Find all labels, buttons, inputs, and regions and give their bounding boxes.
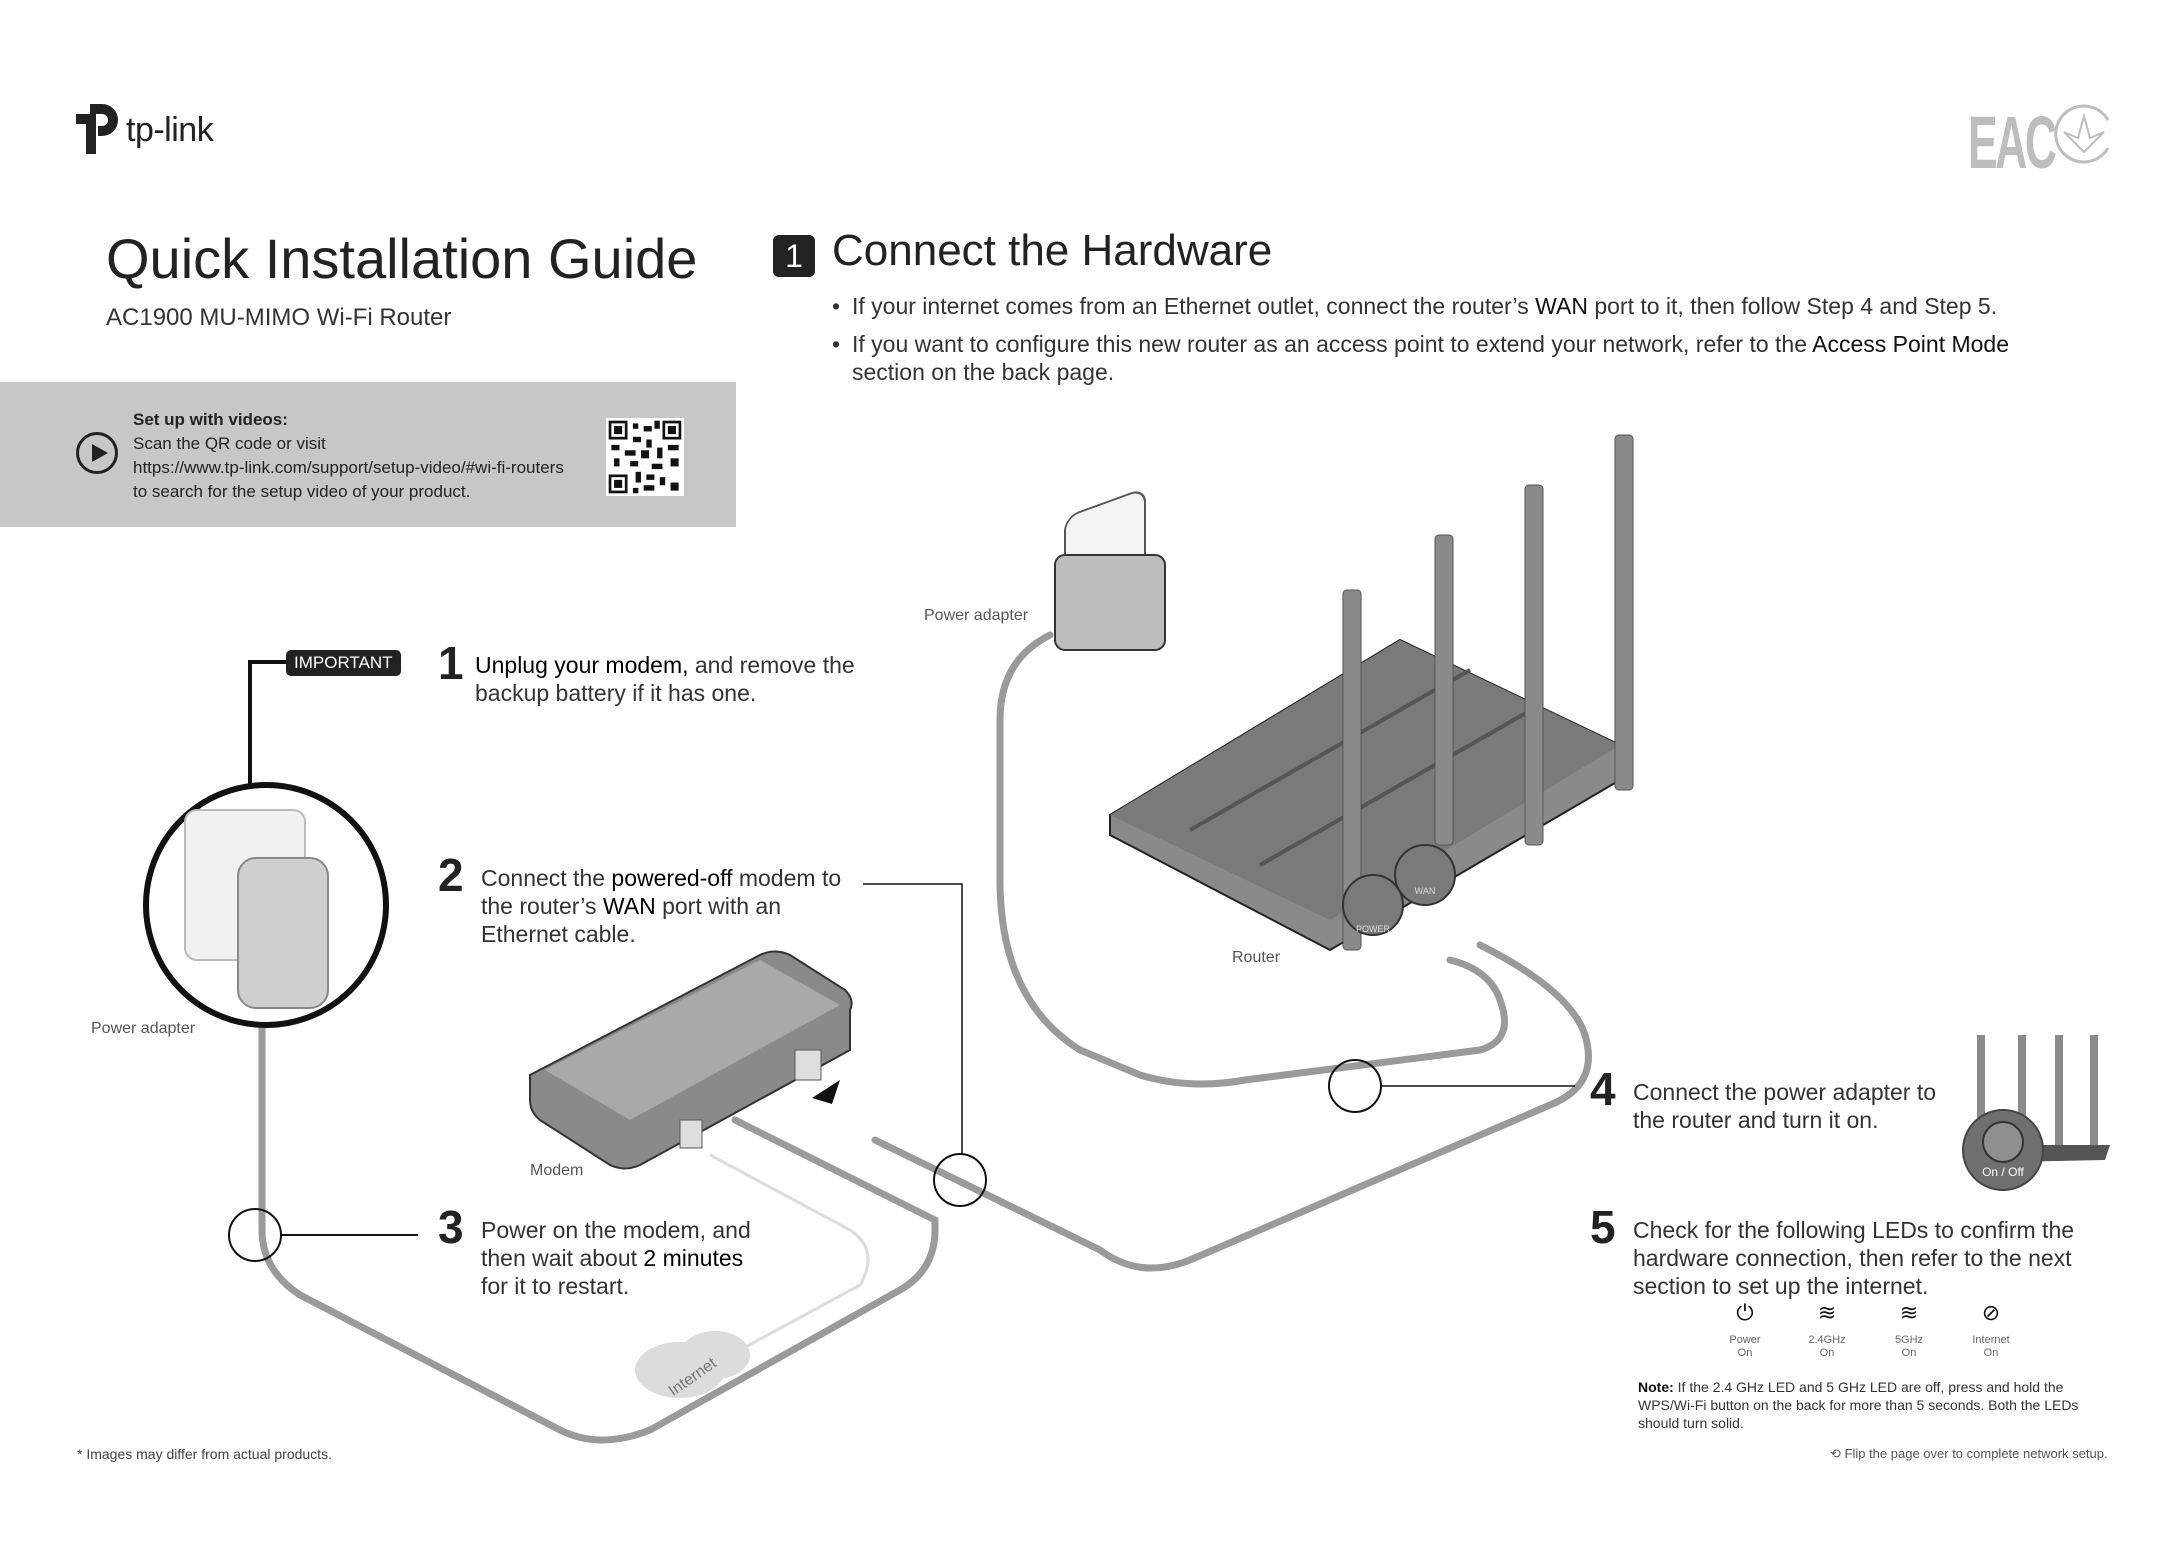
flip-page-hint: ⟲ Flip the page over to complete network… bbox=[1830, 1446, 2108, 1462]
page-title: Quick Installation Guide bbox=[106, 227, 698, 290]
modem-label: Modem bbox=[530, 1162, 584, 1179]
video-banner-line3: to search for the setup video of your pr… bbox=[133, 482, 471, 501]
internet-cloud bbox=[635, 1331, 750, 1398]
bullet-text: If you want to configure this new router… bbox=[852, 331, 1813, 357]
step-2-pre: Connect the bbox=[481, 865, 612, 891]
led-state: On bbox=[1737, 1347, 1753, 1359]
power-adapter-top-label: Power adapter bbox=[924, 607, 1029, 624]
section-number-badge: 1 bbox=[773, 235, 815, 277]
play-icon[interactable] bbox=[76, 432, 118, 474]
video-banner-heading: Set up with videos: bbox=[133, 410, 288, 429]
on-off-label: On / Off bbox=[1982, 1165, 2024, 1179]
ua-certification-icon bbox=[2054, 104, 2110, 164]
wifi-5-icon: ≋ bbox=[1899, 1300, 1919, 1325]
step-2-post: port with an Ethernet cable. bbox=[481, 893, 781, 947]
tp-link-logo-icon bbox=[76, 104, 118, 154]
power-adapter-left-label: Power adapter bbox=[91, 1020, 196, 1037]
video-banner-line1: Scan the QR code or visit bbox=[133, 434, 326, 453]
section-bullets: If your internet comes from an Ethernet … bbox=[832, 292, 2032, 396]
bullet-item: If you want to configure this new router… bbox=[832, 330, 2032, 386]
step-2-text: Connect the powered-off modem to the rou… bbox=[481, 864, 861, 948]
power-port-label: POWER bbox=[1356, 924, 1391, 934]
step-1-text: Unplug your modem, and remove the backup… bbox=[475, 651, 855, 707]
step-3-bold: 2 minutes bbox=[643, 1245, 744, 1271]
step-2-mid: modem to the router’s bbox=[481, 865, 842, 919]
note-label: Note: bbox=[1638, 1379, 1674, 1395]
wan-port-label: WAN bbox=[1415, 886, 1436, 896]
modem-device bbox=[529, 950, 853, 1170]
internet-icon: ⊘ bbox=[1981, 1300, 2001, 1325]
ethernet-cable bbox=[871, 941, 1592, 1272]
note: Note: If the 2.4 GHz LED and 5 GHz LED a… bbox=[1638, 1378, 2108, 1432]
flip-page-icon: ⟲ bbox=[1830, 1446, 1845, 1461]
step-2-bold: powered-off bbox=[611, 865, 733, 891]
video-banner-text: Set up with videos: Scan the QR code or … bbox=[133, 408, 564, 504]
video-url-link[interactable]: https://www.tp-link.com/support/setup-vi… bbox=[133, 458, 564, 477]
step-4-text: Connect the power adapter to the router … bbox=[1633, 1079, 1937, 1133]
led-state: On bbox=[1901, 1347, 1917, 1359]
step-3-text: Power on the modem, and then wait about … bbox=[481, 1216, 771, 1300]
product-name: AC1900 MU-MIMO Wi-Fi Router bbox=[106, 304, 452, 331]
router-device: POWER WAN bbox=[1109, 434, 1634, 952]
footnote: * Images may differ from actual products… bbox=[77, 1446, 332, 1462]
bullet-text: If your internet comes from an Ethernet … bbox=[852, 293, 1536, 319]
led-name: 2.4GHz bbox=[1808, 1334, 1846, 1346]
wifi-24-icon: ≋ bbox=[1817, 1300, 1837, 1325]
step-5-number: 5 bbox=[1590, 1201, 1616, 1253]
bullet-text: section on the back page. bbox=[852, 359, 1115, 385]
bullet-bold: WAN bbox=[1535, 293, 1588, 319]
step-3-post: for it to restart. bbox=[481, 1273, 630, 1299]
tp-link-logo: tp-link bbox=[76, 100, 214, 160]
step-1-number: 1 bbox=[438, 637, 464, 689]
step-3-pre: Power on the modem, and then wait about bbox=[481, 1217, 751, 1271]
led-state: On bbox=[1819, 1347, 1835, 1359]
bullet-item: If your internet comes from an Ethernet … bbox=[832, 292, 2032, 320]
router-power-cable bbox=[996, 631, 1508, 1088]
led-name: Power bbox=[1729, 1334, 1761, 1346]
note-text: If the 2.4 GHz LED and 5 GHz LED are off… bbox=[1638, 1379, 2079, 1431]
led-state: On bbox=[1983, 1347, 1999, 1359]
qr-code-icon[interactable] bbox=[606, 418, 684, 496]
led-name: Internet bbox=[1972, 1334, 2010, 1346]
step-4-number: 4 bbox=[1590, 1063, 1616, 1115]
router-label: Router bbox=[1232, 949, 1281, 966]
on-off-illustration: On / Off bbox=[1962, 1035, 2110, 1191]
step-1-rest: and remove the backup battery if it has … bbox=[475, 652, 855, 706]
important-badge: IMPORTANT bbox=[286, 650, 401, 676]
modem-power-cable bbox=[258, 1021, 939, 1444]
brand-name: tp-link bbox=[126, 110, 214, 149]
step-5-text: Check for the following LEDs to confirm … bbox=[1633, 1217, 2075, 1299]
step-2-number: 2 bbox=[438, 849, 464, 901]
step-2-bold2: WAN bbox=[602, 893, 656, 919]
flip-page-text: Flip the page over to complete network s… bbox=[1844, 1446, 2108, 1461]
step-1-bold: Unplug your modem, bbox=[475, 652, 689, 678]
eac-mark: EAC bbox=[1968, 101, 2057, 184]
bullet-bold: Access Point Mode bbox=[1812, 331, 2010, 357]
power-adapter-top bbox=[1054, 491, 1166, 651]
bullet-text: port to it, then follow Step 4 and Step … bbox=[1587, 293, 1998, 319]
section-title: Connect the Hardware bbox=[832, 226, 1273, 275]
led-name: 5GHz bbox=[1894, 1334, 1924, 1346]
internet-line bbox=[709, 1153, 870, 1352]
step-3-number: 3 bbox=[438, 1201, 464, 1253]
power-icon: ⏻ bbox=[1736, 1300, 1754, 1325]
